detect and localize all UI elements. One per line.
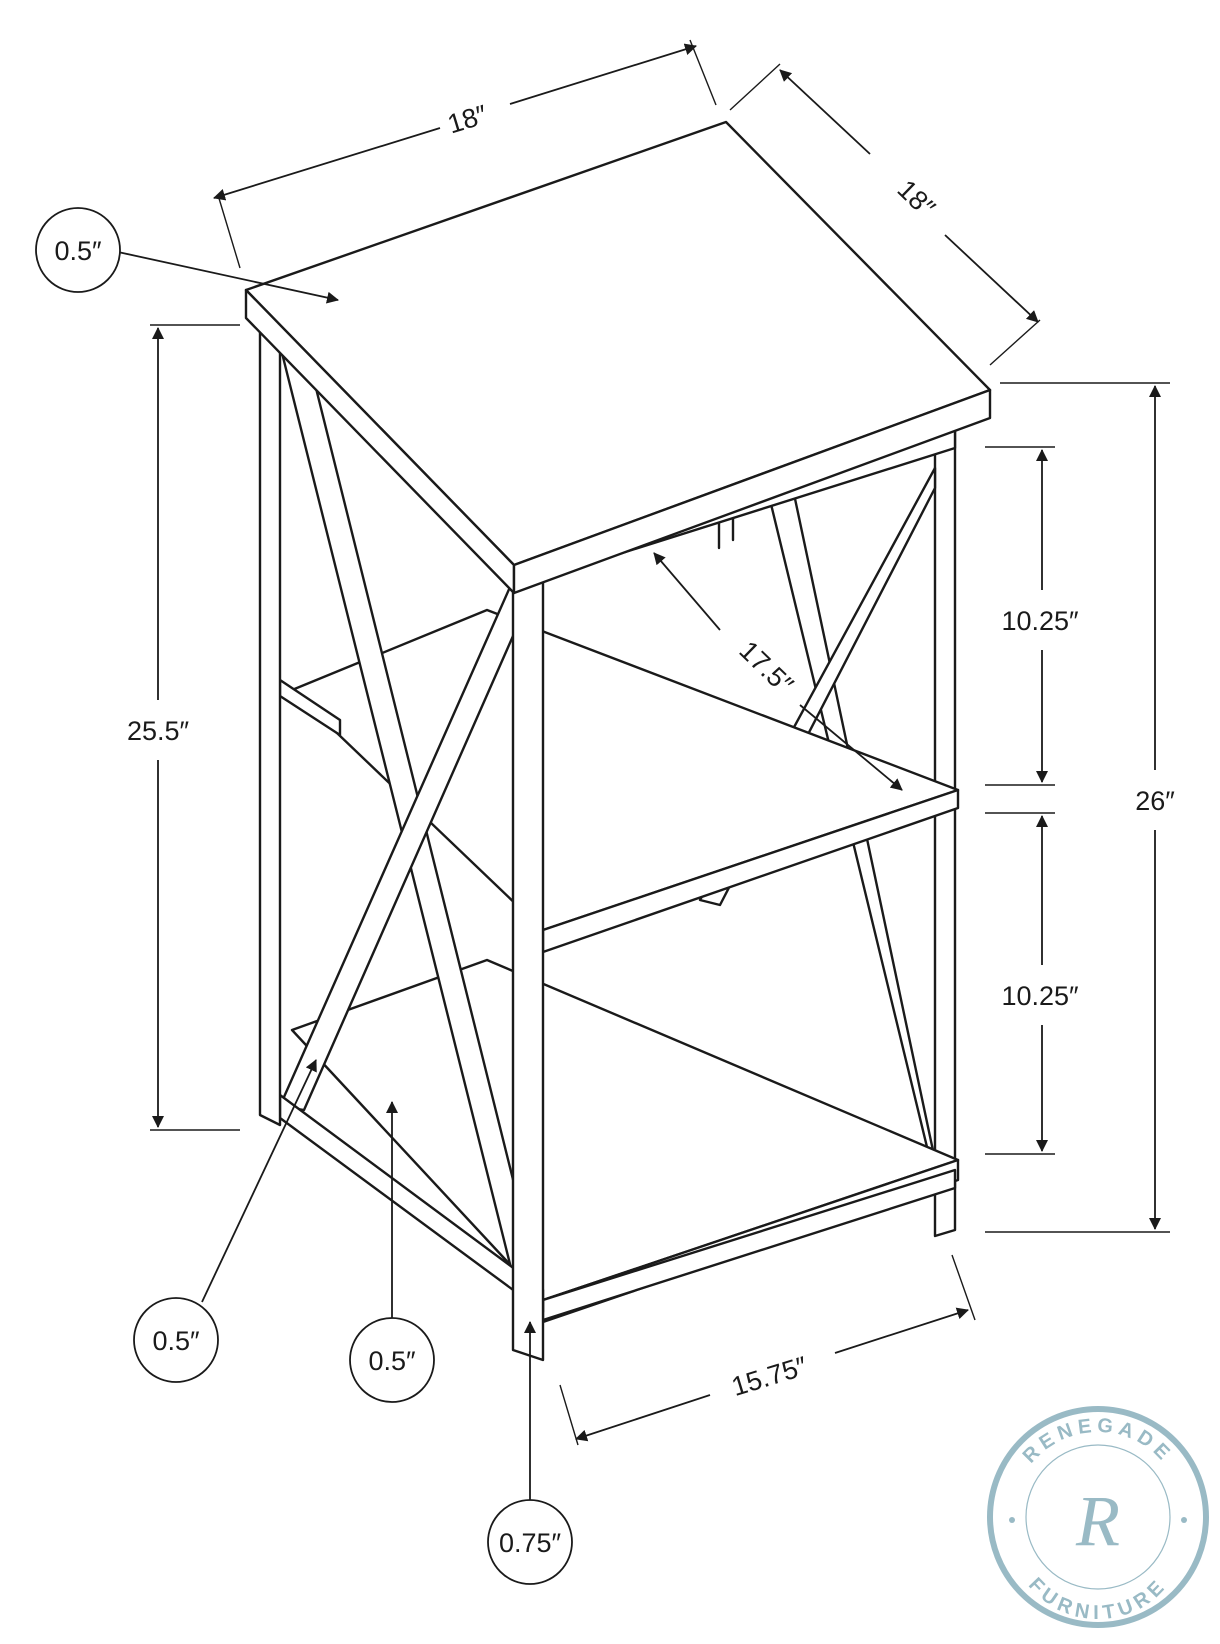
table-top bbox=[244, 120, 992, 595]
watermark-brand-bottom: FURNITURE bbox=[1024, 1574, 1172, 1625]
dimension-lines bbox=[117, 39, 1170, 1500]
label-upper-spacing: 10.25″ bbox=[1001, 606, 1079, 636]
callout-leg-thickness bbox=[487, 1499, 573, 1585]
label-frame-height: 25.5″ bbox=[127, 716, 190, 746]
label-shelf-thickness: 0.5″ bbox=[368, 1346, 416, 1376]
callout-top-thickness bbox=[35, 207, 121, 293]
label-leg-thickness: 0.75″ bbox=[499, 1528, 562, 1558]
callout-bar-thickness bbox=[133, 1297, 219, 1383]
label-bar-thickness: 0.5″ bbox=[152, 1326, 200, 1356]
watermark-dot-left bbox=[1009, 1517, 1015, 1523]
label-top-thickness: 0.5″ bbox=[54, 236, 102, 266]
watermark-monogram: R bbox=[1075, 1481, 1120, 1561]
label-top-width: 18″ bbox=[444, 99, 491, 139]
callout-shelf-thickness bbox=[349, 1317, 435, 1403]
renegade-furniture-watermark: RENEGADE FURNITURE R bbox=[987, 1406, 1209, 1628]
watermark-dot-right bbox=[1181, 1517, 1187, 1523]
label-lower-spacing: 10.25″ bbox=[1001, 981, 1079, 1011]
label-total-height: 26″ bbox=[1135, 786, 1175, 816]
label-shelf-depth: 17.5″ bbox=[733, 635, 799, 700]
label-top-depth: 18″ bbox=[892, 174, 942, 223]
end-table-illustration bbox=[244, 120, 992, 1362]
label-base-width: 15.75″ bbox=[728, 1351, 811, 1402]
